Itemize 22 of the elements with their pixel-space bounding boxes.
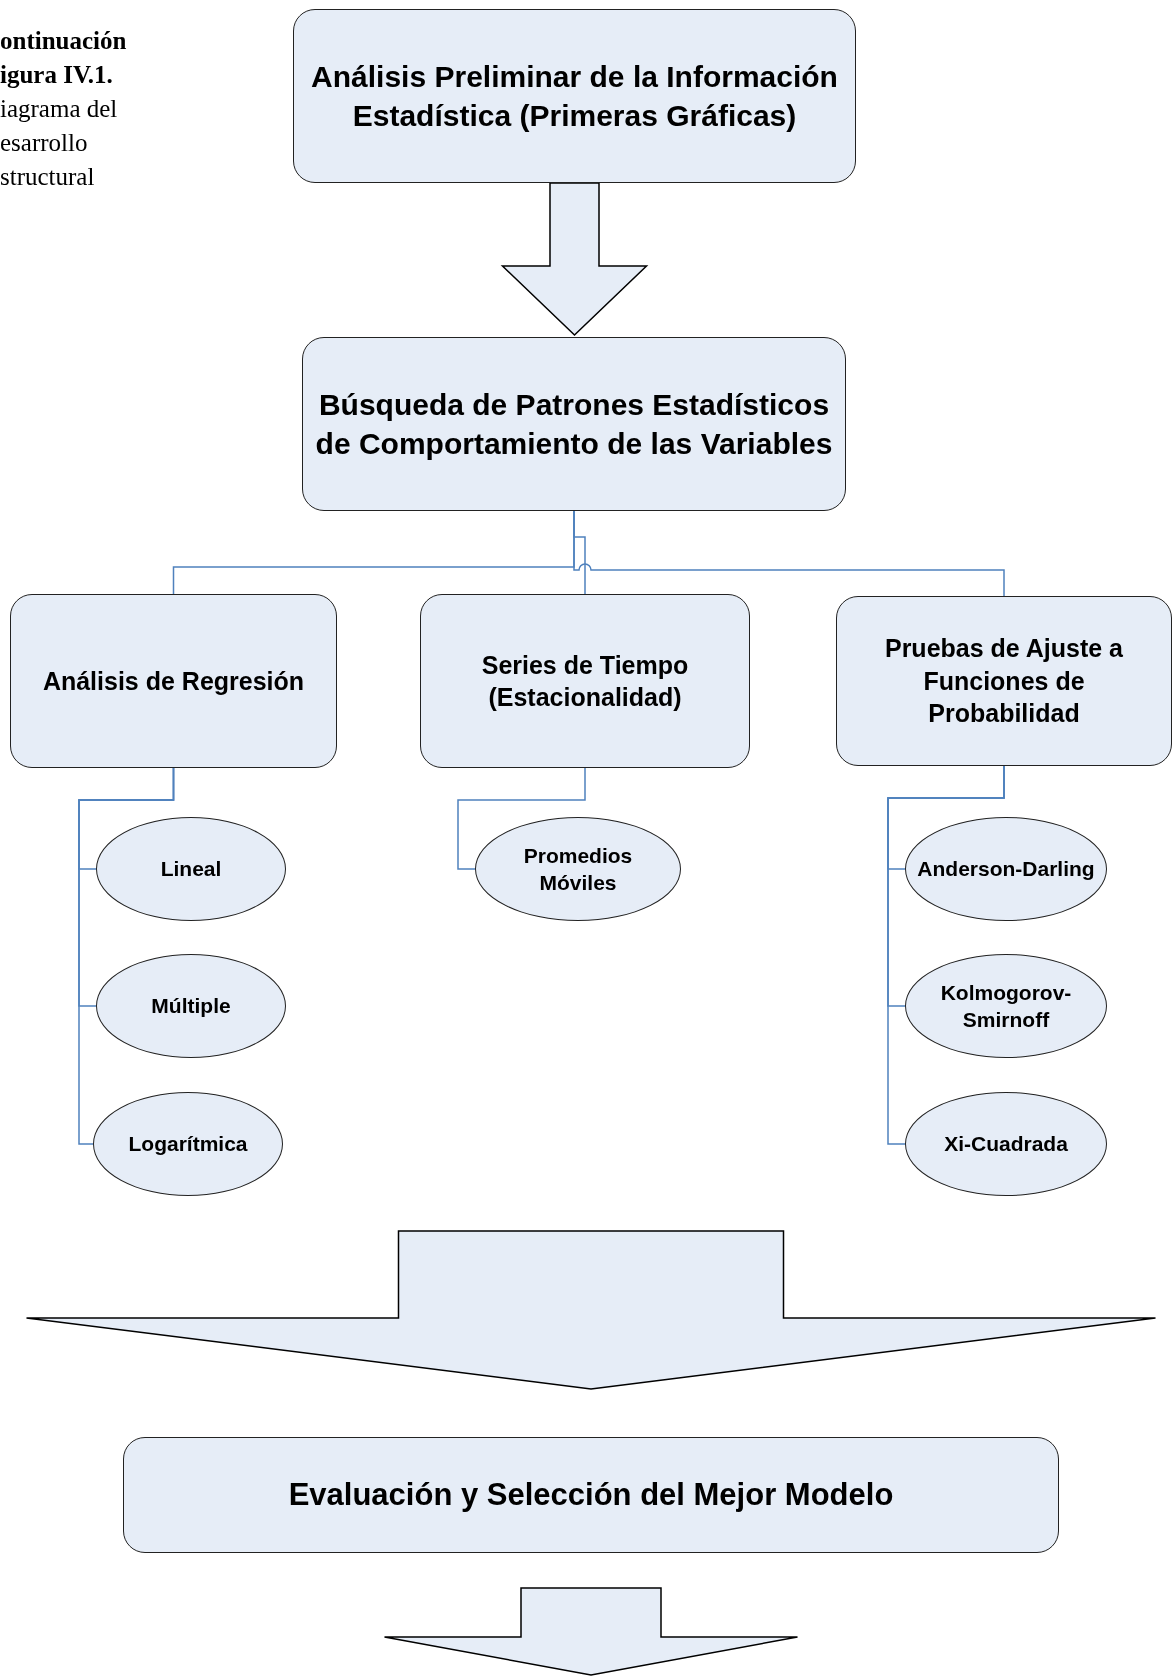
ellipse-node: Lineal bbox=[96, 817, 286, 921]
connector-line bbox=[457, 767, 586, 870]
ellipse-node: Promedios Móviles bbox=[475, 817, 681, 921]
block-arrow bbox=[500, 182, 649, 337]
caption-text: iagrama del esarrollo structural bbox=[0, 94, 119, 192]
ellipse-node: Anderson-Darling bbox=[905, 817, 1107, 921]
connector-line bbox=[887, 765, 1005, 1145]
process-box: Búsqueda de Patrones Estadísticos de Comportamiento de las Variables bbox=[302, 337, 846, 511]
ellipse-node: Múltiple bbox=[96, 954, 286, 1058]
ellipse-node: Kolmogorov-Smirnoff bbox=[905, 954, 1107, 1058]
process-box: Series de Tiempo (Estacionalidad) bbox=[420, 594, 750, 768]
process-box: Evaluación y Selección del Mejor Modelo bbox=[123, 1437, 1059, 1553]
ellipse-node: Logarítmica bbox=[93, 1092, 283, 1196]
connector-line bbox=[573, 510, 1005, 597]
ellipse-node: Xi-Cuadrada bbox=[905, 1092, 1107, 1196]
connector-line bbox=[78, 767, 175, 1145]
process-box: Análisis de Regresión bbox=[10, 594, 337, 768]
process-box: Pruebas de Ajuste a Funciones de Probabilidad bbox=[836, 596, 1172, 766]
block-arrow bbox=[383, 1587, 799, 1676]
process-box: Análisis Preliminar de la Información Estadística (Primeras Gráficas) bbox=[293, 9, 856, 183]
block-arrow bbox=[25, 1230, 1157, 1390]
caption-text: ontinuación igura IV.1. bbox=[0, 26, 128, 90]
